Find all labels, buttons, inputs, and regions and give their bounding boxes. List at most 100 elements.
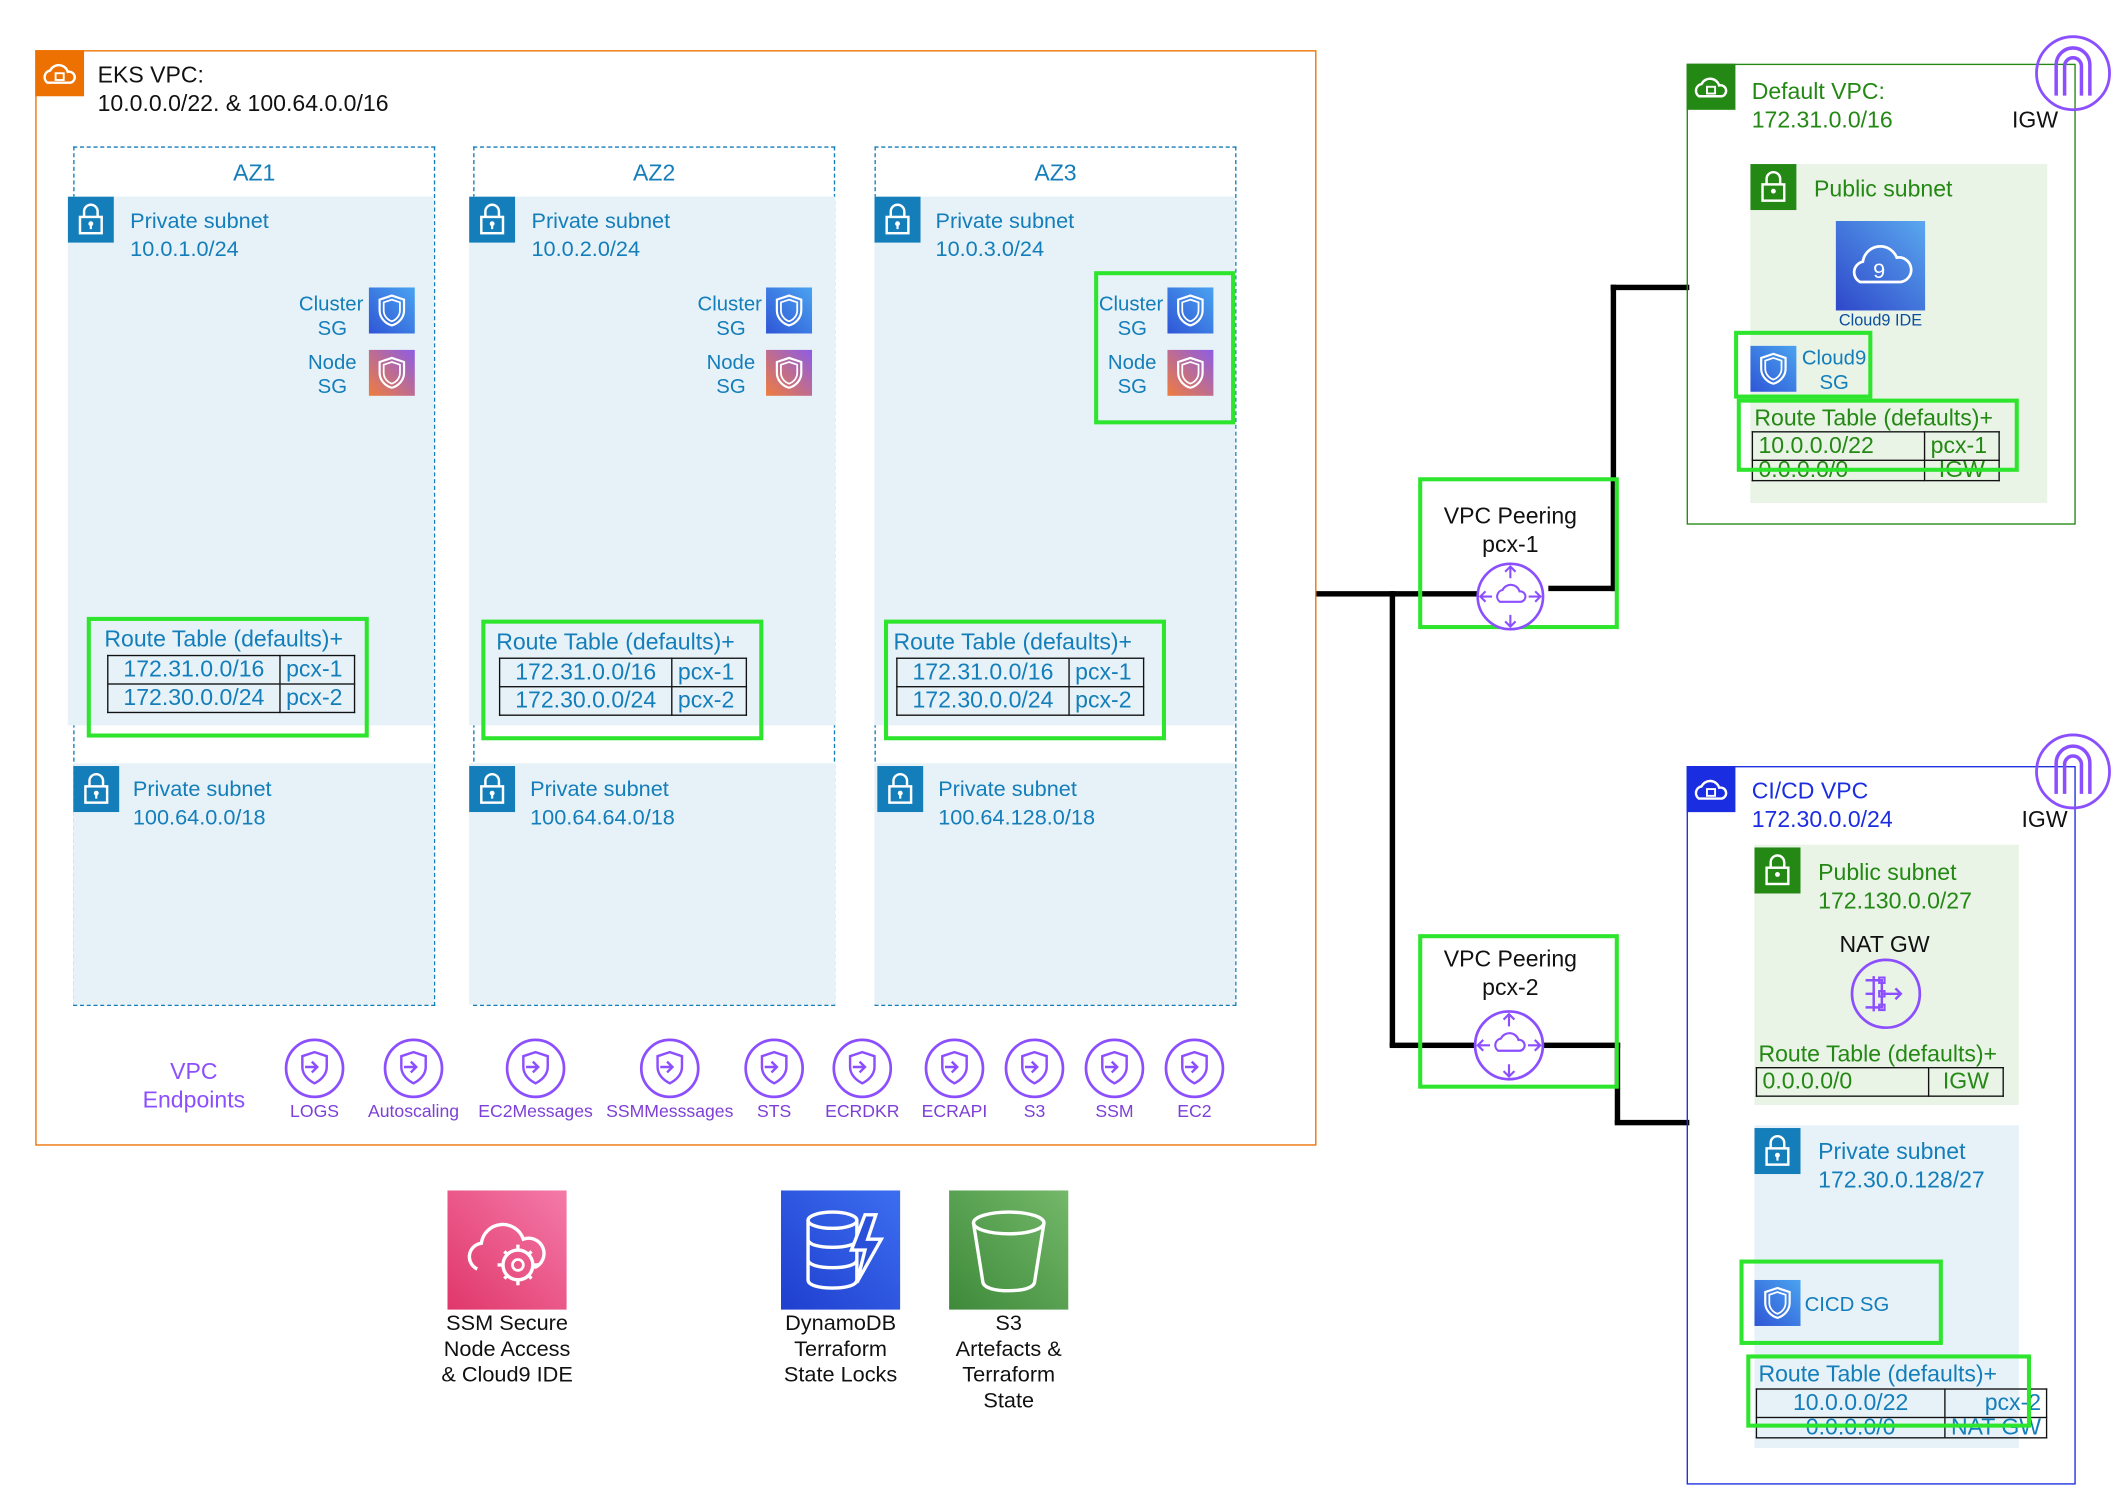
route-target: pcx-2 [1944,1388,2048,1419]
internet-gateway-icon [2034,732,2113,811]
vpc-endpoint-icon [639,1037,701,1099]
vpc-endpoint-icon [743,1037,805,1099]
az3-node-sg-line1: Node [1107,351,1157,375]
cloud9-sg-line2: SG [1819,371,1849,395]
az3-subnet2-cidr: 100.64.128.0/18 [938,806,1096,830]
lock-icon [877,766,923,812]
az2-route-table-highlight [481,619,764,741]
vpc-endpoint-label: EC2 [1177,1100,1212,1122]
svg-text:9: 9 [1873,258,1885,283]
az1-route-table-title: Route Table (defaults)+ [104,626,343,653]
route-target: pcx-2 [1068,686,1145,716]
vpc-endpoint-label: SSMMesssages [606,1100,734,1122]
az3-security-groups-highlight [1094,271,1236,425]
route-target: pcx-1 [671,657,748,688]
cicd-private-route-table-title: Route Table (defaults)+ [1758,1361,1998,1387]
vpc-peering-icon [1471,1007,1547,1083]
az3-cluster-sg-line2: SG [1117,317,1148,341]
az3-private-subnet-2 [874,763,1236,1005]
vpc-endpoint-icon [1163,1037,1225,1099]
connector [1389,591,1396,1047]
service-label-line: Terraform [794,1338,887,1362]
cicd-route-table-highlight [1746,1354,2031,1428]
lock-icon [73,766,119,812]
route-target: pcx-1 [1923,431,2000,461]
peering-1-label: VPC Peering [1443,503,1577,529]
az2-subnet2-label: Private subnet [530,778,669,802]
vpc-endpoint-label: STS [757,1100,792,1122]
peering-1-id: pcx-1 [1482,531,1539,558]
peering-2-label: VPC Peering [1443,946,1577,973]
vpc-endpoint-label: LOGS [290,1100,340,1122]
cicd-vpc-cidr: 172.30.0.0/24 [1751,806,1893,833]
default-vpc-cidr: 172.31.0.0/16 [1751,107,1893,133]
default-vpc-name: Default VPC: [1751,78,1885,105]
az1-node-sg-line2: SG [317,375,348,399]
lock-icon [469,766,515,812]
peering-2-id: pcx-2 [1482,974,1539,1001]
route-target: pcx-1 [279,654,356,685]
cloud9-label: Cloud9 IDE [1838,310,1923,330]
default-public-subnet-label: Public subnet [1814,176,1953,203]
service-label-line: S3 [995,1312,1022,1336]
endpoints-title-line2: Endpoints [142,1087,246,1114]
cicd-private-subnet-cidr: 172.30.0.128/27 [1818,1167,1985,1194]
az2-node-sg-line1: Node [706,351,756,375]
az2-private-subnet-1 [469,196,836,726]
default-route-table-highlight [1736,398,2019,472]
route-destination: 10.0.0.0/22 [1755,1388,1946,1419]
az3-cluster-sg-line1: Cluster [1098,292,1164,316]
az3-route-table-title: Route Table (defaults)+ [893,629,1133,655]
service-label-line: & Cloud9 IDE [441,1363,573,1387]
az2-node-sg-line2: SG [716,375,746,399]
cluster-security-group-icon [1167,287,1214,334]
vpc-endpoint-label: S3 [1023,1100,1046,1122]
service-label-line: Terraform [962,1363,1056,1387]
cicd-public-route-table-title: Route Table (defaults)+ [1758,1041,1998,1068]
az3-subnet1-cidr: 10.0.3.0/24 [935,238,1045,262]
cicd-public-subnet-cidr: 172.130.0.0/27 [1818,888,1972,914]
vpc-endpoint-icon [504,1037,566,1099]
az2-subnet1-label: Private subnet [531,210,671,234]
node-security-group-icon [766,349,813,396]
route-destination: 172.30.0.0/24 [107,683,281,714]
vpc-peering-icon [1474,560,1547,633]
connector [1610,284,1690,291]
vpc-endpoint-icon [382,1037,444,1099]
az1-subnet1-label: Private subnet [130,210,269,234]
internet-gateway-icon [2034,34,2113,113]
node-security-group-icon [368,349,415,396]
lock-icon [469,197,515,243]
connector [1610,284,1617,592]
eks-vpc-name: EKS VPC: [97,62,204,89]
service-label-line: DynamoDB [785,1312,897,1336]
service-label-line: State [983,1389,1035,1413]
vpc-endpoint-label: SSM [1095,1100,1134,1122]
vpc-endpoint-label: ECRDKR [825,1100,900,1122]
node-security-group-icon [1167,349,1214,396]
service-label-line: State Locks [783,1363,898,1387]
az2-label: AZ2 [633,159,676,186]
service-label-line: Artefacts & [955,1338,1062,1362]
az3-route-table-highlight [883,619,1166,741]
az1-private-subnet-2 [73,763,434,1005]
route-target: pcx-2 [671,686,748,716]
service-label-line: Node Access [443,1338,571,1362]
default-route-table-title: Route Table (defaults)+ [1754,405,1993,432]
lock-icon [874,197,920,243]
connector [1316,591,1514,597]
nat-gw-label: NAT GW [1839,931,1930,958]
az1-subnet1-cidr: 10.0.1.0/24 [130,238,239,262]
az1-subnet2-label: Private subnet [132,778,272,802]
